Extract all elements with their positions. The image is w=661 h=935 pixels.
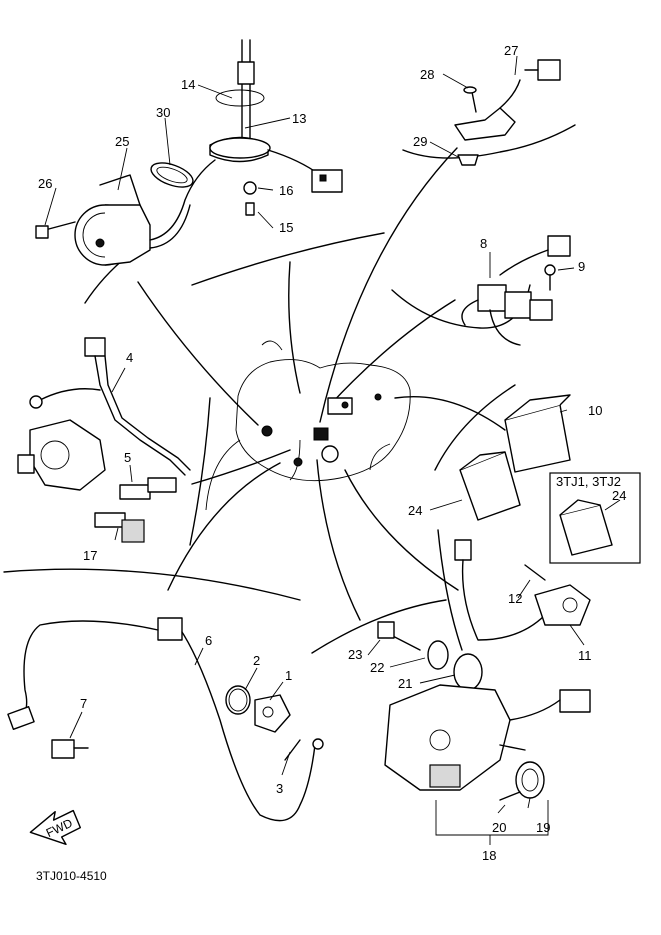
callout-29: 29 bbox=[413, 134, 427, 149]
callout-2: 2 bbox=[253, 653, 260, 668]
callout-8: 8 bbox=[480, 236, 487, 251]
relay-bracket-assembly bbox=[454, 59, 561, 166]
fuel-sender-assembly bbox=[209, 39, 343, 216]
callout-24b: 24 bbox=[612, 488, 626, 503]
throttle-sensor-assembly bbox=[454, 539, 591, 641]
leader-lines bbox=[137, 147, 506, 621]
variant-models-label: 3TJ1, 3TJ2 bbox=[556, 474, 621, 489]
callout-15: 15 bbox=[279, 220, 293, 235]
callout-26: 26 bbox=[38, 176, 52, 191]
sensor-cable-assembly bbox=[7, 617, 324, 822]
drawing-code: 3TJ010-4510 bbox=[36, 869, 107, 883]
callout-17: 17 bbox=[83, 548, 97, 563]
callout-14: 14 bbox=[181, 77, 195, 92]
callout-21: 21 bbox=[398, 676, 412, 691]
forward-direction-arrow: FWD bbox=[29, 809, 82, 846]
callout-12: 12 bbox=[508, 591, 522, 606]
region-dividers bbox=[3, 124, 576, 654]
callout-30: 30 bbox=[156, 105, 170, 120]
motorcycle-outline bbox=[205, 340, 411, 511]
callout-13: 13 bbox=[292, 111, 306, 126]
callout-20: 20 bbox=[492, 820, 506, 835]
callout-24a: 24 bbox=[408, 503, 422, 518]
callout-9: 9 bbox=[578, 259, 585, 274]
callout-27: 27 bbox=[504, 43, 518, 58]
callout-4: 4 bbox=[126, 350, 133, 365]
callout-19: 19 bbox=[536, 820, 550, 835]
callout-7: 7 bbox=[80, 696, 87, 711]
callout-1: 1 bbox=[285, 668, 292, 683]
callout-25: 25 bbox=[115, 134, 129, 149]
switch-harness-assembly bbox=[17, 337, 191, 543]
callout-6: 6 bbox=[205, 633, 212, 648]
flasher-relay-assembly bbox=[461, 235, 571, 346]
callout-labels: 1 2 3 4 5 6 7 8 9 10 11 12 13 14 15 16 1… bbox=[38, 43, 626, 863]
callout-18: 18 bbox=[482, 848, 496, 863]
callout-28: 28 bbox=[420, 67, 434, 82]
callout-3: 3 bbox=[276, 781, 283, 796]
speed-sensor-assembly bbox=[377, 621, 591, 845]
callout-11: 11 bbox=[578, 648, 592, 663]
callout-22: 22 bbox=[370, 660, 384, 675]
callout-16: 16 bbox=[279, 183, 293, 198]
callout-5: 5 bbox=[124, 450, 131, 465]
horn-assembly bbox=[35, 159, 216, 266]
callout-23: 23 bbox=[348, 647, 362, 662]
callout-leaders bbox=[44, 55, 621, 814]
control-unit-assembly bbox=[459, 394, 641, 564]
callout-10: 10 bbox=[588, 403, 602, 418]
